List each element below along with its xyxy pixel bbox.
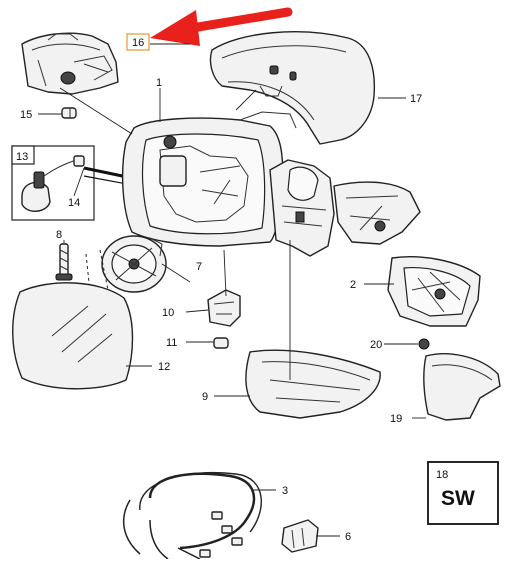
part-16-inner-cap: [21, 32, 119, 95]
callout-1: 1: [156, 77, 162, 89]
callout-15: 15: [20, 109, 32, 121]
callout-14: 14: [68, 197, 80, 209]
part-17-mirror-cover: [209, 31, 376, 145]
part-8-screw: [55, 243, 73, 281]
callout-3: 3: [282, 485, 288, 497]
callout-6: 6: [345, 531, 351, 543]
part-13-box: [11, 145, 95, 221]
highlight-arrow: [150, 7, 293, 46]
kit-box-18: 18 SW: [427, 461, 499, 525]
part-15-clip: [61, 107, 77, 119]
mirror-base-arm: [269, 159, 335, 257]
callout-2: 2: [350, 279, 356, 291]
callout-11: 11: [166, 337, 177, 349]
leader-lines: [38, 43, 426, 537]
part-2-bracket: [333, 181, 421, 245]
callout-10: 10: [162, 307, 174, 319]
part-7-motor: [101, 235, 167, 293]
callout-17: 17: [410, 93, 422, 105]
callout-8: 8: [56, 229, 62, 241]
callout-19: 19: [390, 413, 402, 425]
part-1-mirror-housing: [121, 111, 297, 247]
part-9-lower-cover: [245, 349, 381, 419]
part-12-mirror-glass: [12, 282, 134, 390]
part-10-bracket: [207, 289, 241, 327]
kit-label: SW: [441, 487, 475, 510]
part-20-nut: [418, 338, 430, 350]
callout-9: 9: [202, 391, 208, 403]
callout-20: 20: [370, 339, 382, 351]
callout-7: 7: [196, 261, 202, 273]
part-11-clip: [213, 337, 229, 349]
callout-13: 13: [16, 151, 28, 163]
callout-16-box: [126, 33, 150, 51]
part-2-glass-holder: [387, 256, 481, 327]
part-6-connector: [281, 519, 319, 553]
part-19-lower-cover: [423, 353, 501, 421]
callout-12: 12: [158, 361, 170, 373]
kit-number: 18: [436, 469, 448, 481]
callout-16: 16: [132, 37, 144, 49]
part-3-wiring-harness: [122, 471, 262, 560]
